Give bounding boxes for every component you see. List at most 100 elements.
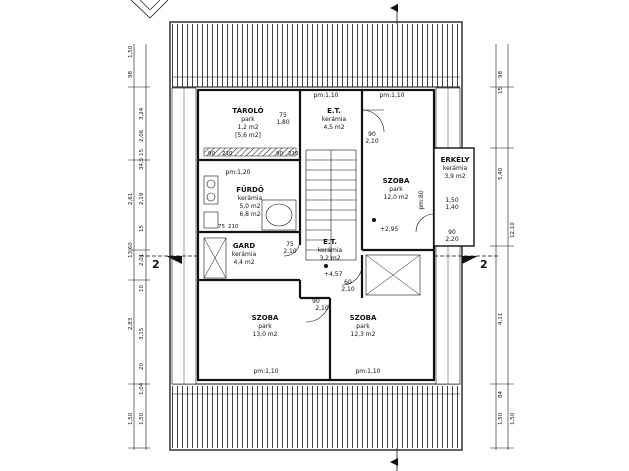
right-dimension-lines xyxy=(490,44,514,450)
svg-text:park: park xyxy=(258,323,272,330)
small-label-4: 210 xyxy=(288,151,299,157)
room-gard: GARD kerámia 4,4 m2 xyxy=(232,242,257,266)
svg-text:kerámia: kerámia xyxy=(322,116,347,123)
wardrobe-hatch-left xyxy=(203,237,227,279)
right-dimension-inner-text: 98 15 5,40 1,50 xyxy=(498,71,504,425)
svg-text:90: 90 xyxy=(448,229,456,236)
svg-text:E.T.: E.T. xyxy=(323,238,337,246)
svg-text:3,15: 3,15 xyxy=(139,327,145,340)
svg-text:1,50: 1,50 xyxy=(128,412,134,425)
svg-text:2,01: 2,01 xyxy=(139,254,145,266)
svg-text:1,04: 1,04 xyxy=(139,382,145,395)
section-label-right: 2 xyxy=(480,258,488,271)
svg-text:2,20: 2,20 xyxy=(445,236,459,243)
svg-text:5,40: 5,40 xyxy=(498,167,504,180)
door-label-d3: 1,50 1,40 xyxy=(445,197,459,211)
room-szoba-bottom-mid: SZOBA park 12,3 m2 xyxy=(350,314,377,338)
svg-text:kerámia: kerámia xyxy=(238,195,263,202)
room-et-mid: E.T. kerámia 3,2 m2 xyxy=(318,238,343,262)
svg-text:90: 90 xyxy=(368,131,376,138)
svg-text:2,10: 2,10 xyxy=(341,286,355,293)
svg-text:FÜRDŐ: FÜRDŐ xyxy=(236,185,264,194)
svg-text:kerámia: kerámia xyxy=(232,251,257,258)
svg-text:1,2 m2: 1,2 m2 xyxy=(237,124,258,131)
svg-text:kerámia: kerámia xyxy=(318,247,343,254)
level-marker-1: +2,95 xyxy=(372,218,399,233)
washbasin xyxy=(203,175,219,205)
small-label-5: 75 xyxy=(218,224,225,230)
svg-text:90: 90 xyxy=(312,298,320,305)
small-label-2: 210 xyxy=(222,151,233,157)
room-szoba-right: SZOBA park 12,0 m2 xyxy=(383,177,410,201)
svg-text:park: park xyxy=(356,323,370,330)
svg-text:4,4 m2: 4,4 m2 xyxy=(233,259,254,266)
svg-text:12,10: 12,10 xyxy=(510,222,516,238)
section-arrow-top xyxy=(390,4,398,24)
svg-text:15: 15 xyxy=(498,87,504,94)
door-swings xyxy=(283,109,435,323)
section-label-left: 2 xyxy=(152,258,160,271)
svg-text:1,50: 1,50 xyxy=(139,412,145,425)
svg-text:ERKÉLY: ERKÉLY xyxy=(441,155,471,164)
svg-text:2,10: 2,10 xyxy=(315,305,329,312)
small-label-6: 210 xyxy=(228,224,239,230)
roof-bottom-hatch xyxy=(172,386,460,448)
door-label-d5: 75 2,10 xyxy=(283,241,297,255)
walls xyxy=(196,88,436,382)
svg-text:34,5: 34,5 xyxy=(139,157,145,170)
stair xyxy=(305,149,357,261)
roof-top-hatch xyxy=(172,24,460,87)
left-dimension-outer-text: 98 1,50 3,15 13,60 1,50 xyxy=(128,45,145,425)
svg-text:2,83: 2,83 xyxy=(128,317,134,330)
window-label-1: pm:1,10 xyxy=(313,92,338,99)
window-label-2: pm:1,10 xyxy=(379,92,404,99)
svg-text:10: 10 xyxy=(139,285,145,292)
svg-text:SZOBA: SZOBA xyxy=(350,314,377,322)
svg-text:5,0 m2: 5,0 m2 xyxy=(239,203,260,210)
room-et-top: E.T. kerámia 4,5 m2 xyxy=(322,107,347,131)
wardrobe-hatch-right xyxy=(365,254,421,296)
svg-text:98: 98 xyxy=(498,71,504,78)
section-arrow-bottom xyxy=(390,448,398,471)
svg-text:kerámia: kerámia xyxy=(443,165,468,172)
left-dimension-inner-text: 3,24 2,06 15 34,5 2,19 2,61 15 2,01 10 2… xyxy=(128,107,145,425)
window-label-6: pm:80 xyxy=(418,190,425,209)
svg-text:12,0 m2: 12,0 m2 xyxy=(384,194,409,201)
svg-text:1,50: 1,50 xyxy=(445,197,459,204)
door-label-d7: 60 2,10 xyxy=(341,279,355,293)
svg-text:60: 60 xyxy=(344,279,352,286)
door-label-d1: 75 1,80 xyxy=(276,112,290,126)
bathtub xyxy=(261,199,297,231)
window-label-4: pm:1,10 xyxy=(253,368,278,375)
svg-text:12,3 m2: 12,3 m2 xyxy=(351,331,376,338)
svg-text:75: 75 xyxy=(286,241,294,248)
svg-text:park: park xyxy=(241,116,255,123)
svg-text:13,0 m2: 13,0 m2 xyxy=(253,331,278,338)
section-marker-left: 2 xyxy=(140,255,198,271)
section-marker-right: 2 xyxy=(434,255,500,271)
svg-text:13,60: 13,60 xyxy=(128,242,134,258)
svg-text:2,19: 2,19 xyxy=(139,192,145,205)
door-label-d2: 90 2,10 xyxy=(365,131,379,145)
svg-text:1,50: 1,50 xyxy=(510,412,516,425)
room-szoba-bottom-left: SZOBA park 13,0 m2 xyxy=(252,314,279,338)
svg-text:4,5 m2: 4,5 m2 xyxy=(323,124,344,131)
small-label-1: 90 xyxy=(208,151,215,157)
room-tarolo: TÁROLÓ park 1,2 m2 [5,6 m2] xyxy=(232,106,263,139)
svg-text:2,61: 2,61 xyxy=(128,193,134,205)
svg-text:1,50: 1,50 xyxy=(128,45,134,58)
svg-text:4,11: 4,11 xyxy=(498,313,504,325)
svg-text:SZOBA: SZOBA xyxy=(383,177,410,185)
svg-text:2,10: 2,10 xyxy=(365,138,379,145)
svg-text:84: 84 xyxy=(498,391,504,398)
svg-text:2,06: 2,06 xyxy=(139,129,145,142)
wc xyxy=(203,211,219,229)
svg-text:+2,95: +2,95 xyxy=(380,226,399,233)
svg-text:E.T.: E.T. xyxy=(327,107,341,115)
svg-text:6,8 m2: 6,8 m2 xyxy=(239,211,260,218)
svg-text:20: 20 xyxy=(139,363,145,370)
level-marker-2: +4,57 xyxy=(324,264,343,278)
door-label-d6: 90 2,10 xyxy=(312,298,329,312)
balcony xyxy=(433,147,475,247)
